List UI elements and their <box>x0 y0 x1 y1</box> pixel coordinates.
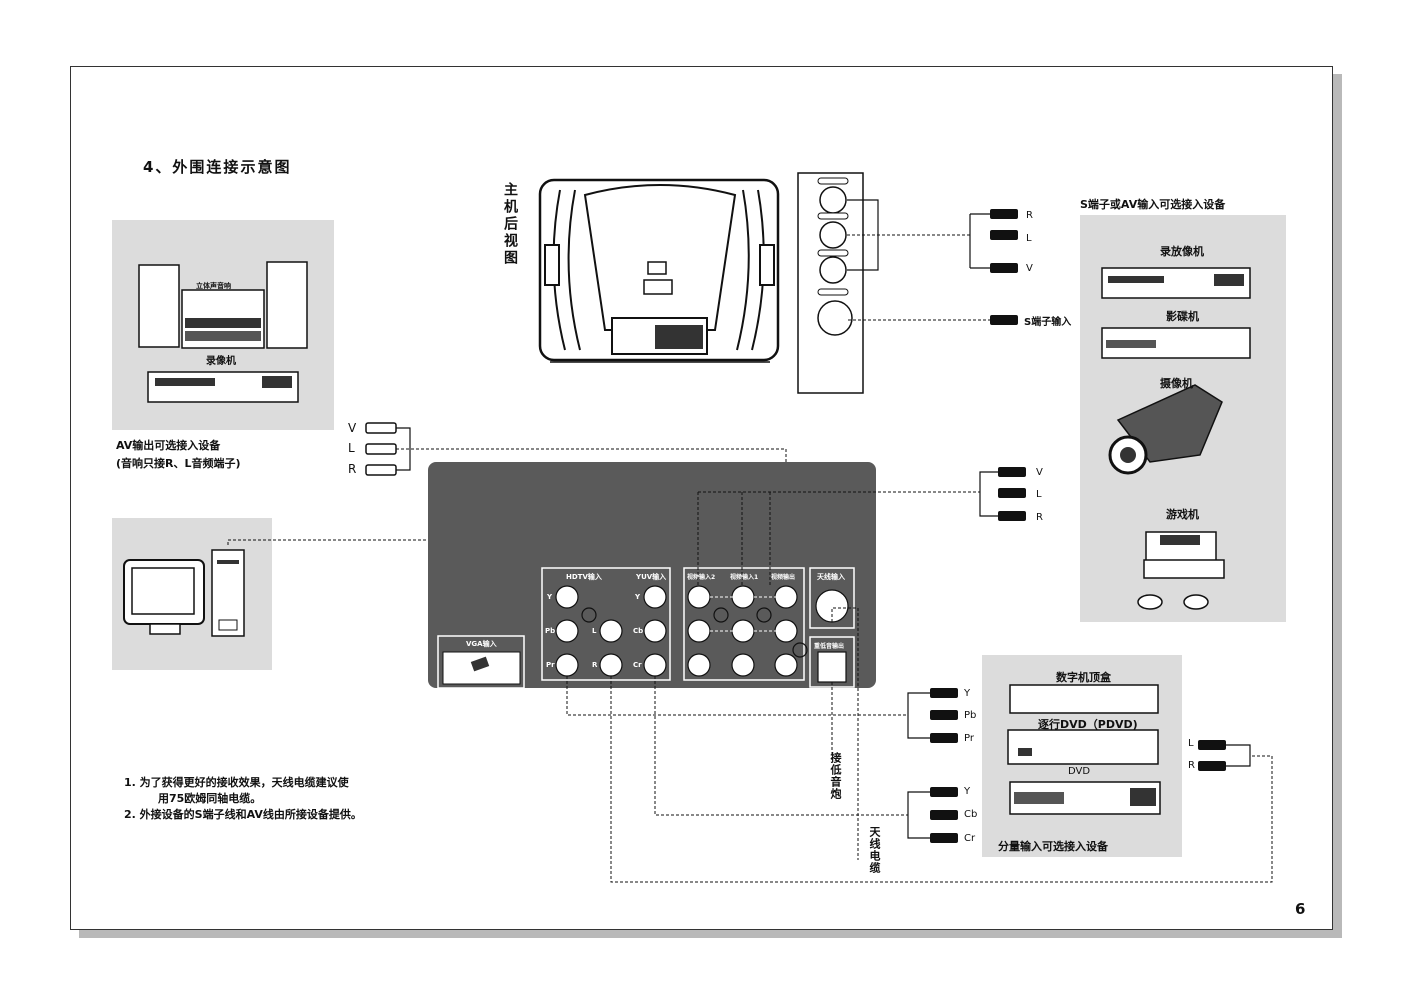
hdtv-label: HDTV输入 <box>566 573 602 581</box>
right-plug-r: R <box>1036 512 1043 523</box>
lr-plug-l: L <box>1188 738 1194 749</box>
ycbcr-plug-cb: Cb <box>964 809 978 820</box>
component-caption: 分量输入可选接入设备 <box>998 840 1108 853</box>
vga-label: VGA输入 <box>466 640 497 648</box>
yuv-label: YUV输入 <box>636 573 667 581</box>
ycbcr-plug-cr: Cr <box>964 833 976 844</box>
audio-l-label: L <box>592 627 597 635</box>
av-out-label: 视频输出 <box>771 574 796 581</box>
audio-r-label: R <box>592 661 598 669</box>
yuv-cb-label: Cb <box>633 627 644 635</box>
left-plug-l: L <box>348 441 355 455</box>
page-number: 6 <box>1295 900 1306 918</box>
lr-plug-r: R <box>1188 760 1195 771</box>
antenna-cable-label: 天线电缆 <box>868 826 881 874</box>
left-plug-r: R <box>348 462 357 476</box>
hdtv-pb-label: Pb <box>545 627 556 635</box>
rear-view-label: 主机后视图 <box>502 182 518 267</box>
hdtv-pr-label: Pr <box>546 661 555 669</box>
ypbpr-plug-y: Y <box>964 688 971 699</box>
note-1b: 用75欧姆同轴电缆。 <box>158 792 262 805</box>
left-caption-2: (音响只接R、L音频端子) <box>116 457 241 470</box>
s-input-label: S端子输入 <box>1024 317 1072 328</box>
right-device-3: 摄像机 <box>1160 377 1193 390</box>
component-device-1: 数字机顶盒 <box>1056 671 1111 684</box>
plug-label-v-top: V <box>1026 263 1033 274</box>
note-1a: 1. 为了获得更好的接收效果，天线电缆建议使 <box>124 776 349 789</box>
yuv-cr-label: Cr <box>633 661 642 669</box>
yuv-y-label: Y <box>635 593 641 601</box>
right-device-1: 录放像机 <box>1160 245 1204 258</box>
av-in2-label: 视频输入2 <box>687 574 716 581</box>
component-device-2: 逐行DVD（PDVD) <box>1038 718 1138 731</box>
component-device-3: DVD <box>1068 766 1091 777</box>
antenna-in-label: 天线输入 <box>817 573 845 581</box>
left-plug-v: V <box>348 421 357 435</box>
right-device-2: 影碟机 <box>1166 310 1199 323</box>
ypbpr-plug-pb: Pb <box>964 710 977 721</box>
stereo-label: 立体声音响 <box>196 282 231 290</box>
right-plug-l: L <box>1036 489 1042 500</box>
section-title: 4、外围连接示意图 <box>143 158 292 176</box>
plug-label-r-top: R <box>1026 210 1033 221</box>
ycbcr-plug-y: Y <box>964 786 971 797</box>
subwoofer-label: 接低音炮 <box>829 752 842 800</box>
av-in1-label: 视频输入1 <box>730 574 759 581</box>
right-plug-v: V <box>1036 467 1043 478</box>
note-2: 2. 外接设备的S端子线和AV线由所接设备提供。 <box>124 808 362 821</box>
plug-label-l-top: L <box>1026 233 1032 244</box>
hdtv-y-label: Y <box>547 593 553 601</box>
ypbpr-plug-pr: Pr <box>964 733 974 744</box>
right-device-4: 游戏机 <box>1166 508 1199 521</box>
right-av-caption: S端子或AV输入可选接入设备 <box>1080 198 1226 211</box>
vcr-label-left: 录像机 <box>206 356 236 367</box>
left-caption-1: AV输出可选接入设备 <box>116 439 221 452</box>
sub-out-label: 重低音输出 <box>814 643 845 650</box>
